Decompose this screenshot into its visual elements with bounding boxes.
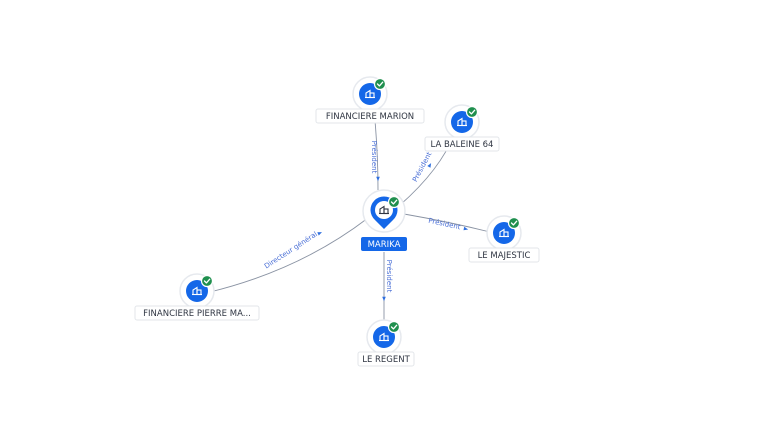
node-label: LA BALEINE 64 bbox=[431, 140, 494, 150]
verified-check-icon bbox=[200, 274, 214, 288]
nodes-layer: FINANCIERE MARION LA BALEINE 64 LE MAJESTI… bbox=[134, 76, 540, 367]
node-label-box bbox=[424, 136, 500, 152]
building-icon bbox=[365, 89, 375, 99]
edge-le-regent: Président bbox=[382, 251, 393, 322]
center-node[interactable]: MARIKA bbox=[361, 189, 407, 251]
edge-line bbox=[403, 213, 491, 233]
edge-line bbox=[209, 217, 369, 293]
node-le-majestic[interactable]: LE MAJESTIC bbox=[468, 215, 540, 263]
node-label-box bbox=[134, 305, 260, 321]
node-label: FINANCIERE MARION bbox=[326, 112, 414, 122]
node-label-box bbox=[315, 108, 425, 124]
edge-label: Président bbox=[370, 141, 378, 174]
node-label-box bbox=[357, 351, 415, 367]
building-icon bbox=[192, 286, 202, 296]
verified-check-icon bbox=[465, 105, 479, 119]
node-label: FINANCIERE PIERRE MA... bbox=[143, 309, 251, 319]
edge-arrow-icon bbox=[427, 163, 432, 168]
center-label-box bbox=[361, 237, 407, 251]
verified-check-icon bbox=[507, 216, 521, 230]
building-icon bbox=[379, 205, 389, 215]
building-icon bbox=[379, 332, 389, 342]
edge-arrow-icon bbox=[376, 176, 380, 182]
edge-arrow-icon bbox=[463, 226, 469, 231]
building-icon bbox=[457, 117, 467, 127]
node-label-box bbox=[468, 247, 540, 263]
edge-financiere-pierre-ma: Directeur général bbox=[209, 217, 369, 293]
building-icon bbox=[499, 228, 509, 238]
center-label: MARIKA bbox=[368, 240, 401, 250]
edge-label: Président bbox=[428, 217, 462, 232]
node-financiere-marion[interactable]: FINANCIERE MARION bbox=[315, 76, 425, 124]
verified-check-icon bbox=[387, 320, 401, 334]
verified-check-icon bbox=[387, 195, 401, 209]
edge-arrow-icon bbox=[382, 296, 386, 302]
node-financiere-pierre-ma[interactable]: FINANCIERE PIERRE MA... bbox=[134, 273, 260, 321]
edge-le-majestic: Président bbox=[403, 213, 491, 233]
edge-arrow-icon bbox=[317, 232, 322, 236]
node-le-regent[interactable]: LE REGENT bbox=[357, 319, 415, 367]
edge-label: Président bbox=[385, 260, 393, 293]
node-label: LE REGENT bbox=[362, 355, 410, 365]
node-label: LE MAJESTIC bbox=[478, 251, 531, 261]
verified-check-icon bbox=[373, 77, 387, 91]
node-la-baleine-64[interactable]: LA BALEINE 64 bbox=[424, 104, 500, 152]
